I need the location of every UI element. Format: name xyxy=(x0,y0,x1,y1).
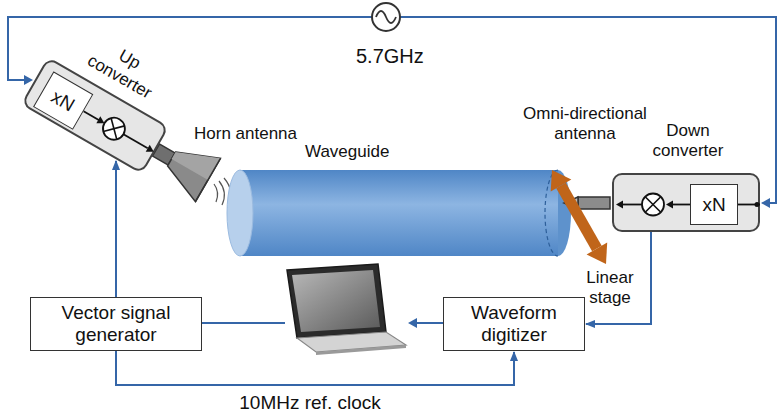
converter-box: Up converterxN xyxy=(21,56,170,174)
arrow-head xyxy=(408,318,417,328)
box-text: Vector signal generator xyxy=(31,302,201,346)
arrow-head xyxy=(761,198,770,208)
frequency-label: 5.7GHz xyxy=(356,44,456,68)
waveguide-cylinder xyxy=(227,170,571,256)
signal-source xyxy=(372,3,400,31)
part-label: Linear stage xyxy=(578,268,642,309)
box-heading: Down converter xyxy=(633,121,743,162)
part-label: Horn antenna xyxy=(194,124,314,144)
data-wires xyxy=(199,322,443,324)
linear-stage-arrow xyxy=(551,170,608,264)
signal-connector xyxy=(116,351,514,385)
box-text: xN xyxy=(702,194,725,216)
part-label: Waveguide xyxy=(305,142,405,162)
mixer-symbol xyxy=(614,175,762,234)
signal-connector xyxy=(115,161,117,297)
box-text: xN xyxy=(48,85,79,116)
laptop xyxy=(287,264,406,355)
multiplier-box: xN xyxy=(33,71,93,130)
converter-box: Down converterxN xyxy=(612,173,760,232)
instrument-box: Vector signal generator xyxy=(30,297,202,351)
box-text: Waveform digitizer xyxy=(444,302,584,346)
edge-label: 10MHz ref. clock xyxy=(237,392,382,415)
instrument-box: Waveform digitizer xyxy=(443,297,585,351)
sine-symbol xyxy=(376,11,396,23)
part-label: Omni-directional antenna xyxy=(505,104,665,145)
multiplier-box: xN xyxy=(690,184,738,225)
